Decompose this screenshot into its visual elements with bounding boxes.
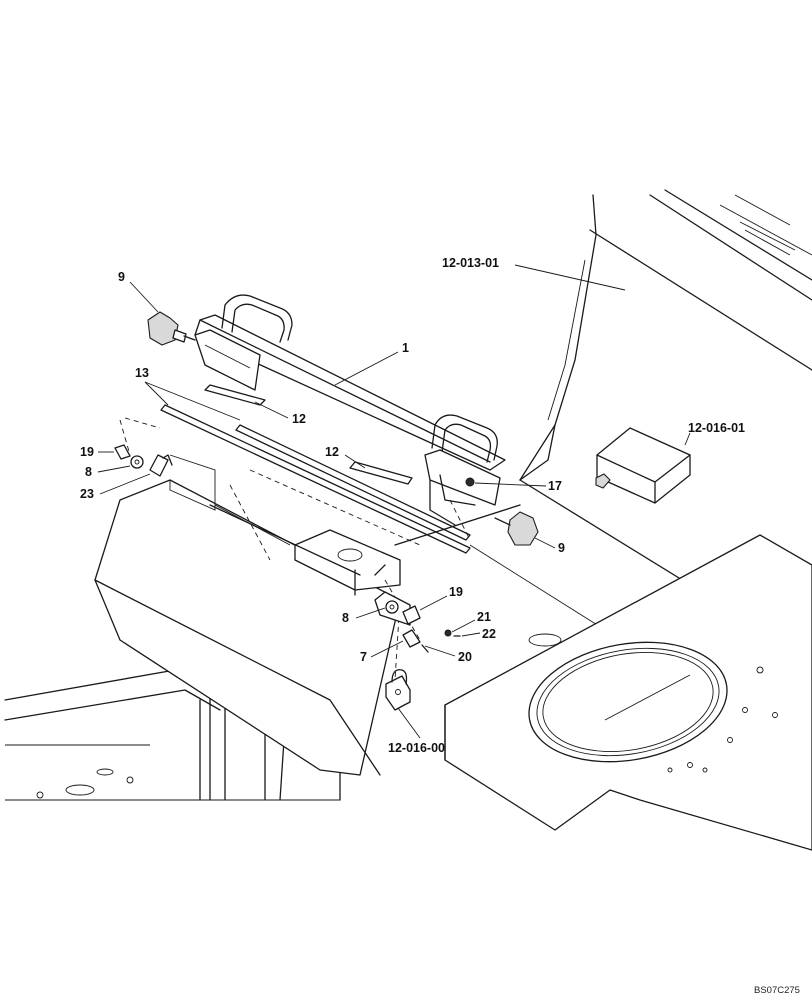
callout-19-left: 19 — [80, 445, 94, 459]
handle-bar — [194, 294, 506, 526]
callout-12-lower: 12 — [325, 445, 339, 459]
callout-19-right: 19 — [449, 585, 463, 599]
machine-frame — [4, 189, 812, 801]
callout-20: 20 — [458, 650, 472, 664]
callout-7: 7 — [360, 650, 367, 664]
knob-left — [147, 311, 196, 346]
callout-12-upper: 12 — [292, 412, 306, 426]
callout-9-left: 9 — [118, 270, 125, 284]
callout-12-016-00: 12-016-00 — [388, 741, 445, 755]
callout-23: 23 — [80, 487, 94, 501]
callout-12-016-01: 12-016-01 — [688, 421, 745, 435]
callout-17: 17 — [548, 479, 562, 493]
hopper-panel — [519, 194, 597, 481]
callout-8-right: 8 — [342, 611, 349, 625]
rail-13 — [160, 404, 521, 576]
storage-compartment — [444, 534, 812, 851]
callout-12-013-01: 12-013-01 — [442, 256, 499, 270]
nut-17 — [465, 477, 475, 487]
callout-13: 13 — [135, 366, 149, 380]
tray — [94, 454, 401, 776]
hardware-left — [114, 444, 173, 477]
callout-21: 21 — [477, 610, 491, 624]
hardware-right — [374, 591, 461, 711]
small-box — [595, 427, 691, 504]
callout-1: 1 — [402, 341, 409, 355]
callout-9-right: 9 — [558, 541, 565, 555]
callout-8-left: 8 — [85, 465, 92, 479]
callout-22: 22 — [482, 627, 496, 641]
callout-labels: 9 1 13 12 12 19 8 23 17 9 12-013-01 12-0… — [80, 256, 800, 996]
drawing-reference: BS07C275 — [754, 985, 800, 996]
leader-lines — [97, 264, 691, 739]
knob-right — [494, 511, 539, 546]
